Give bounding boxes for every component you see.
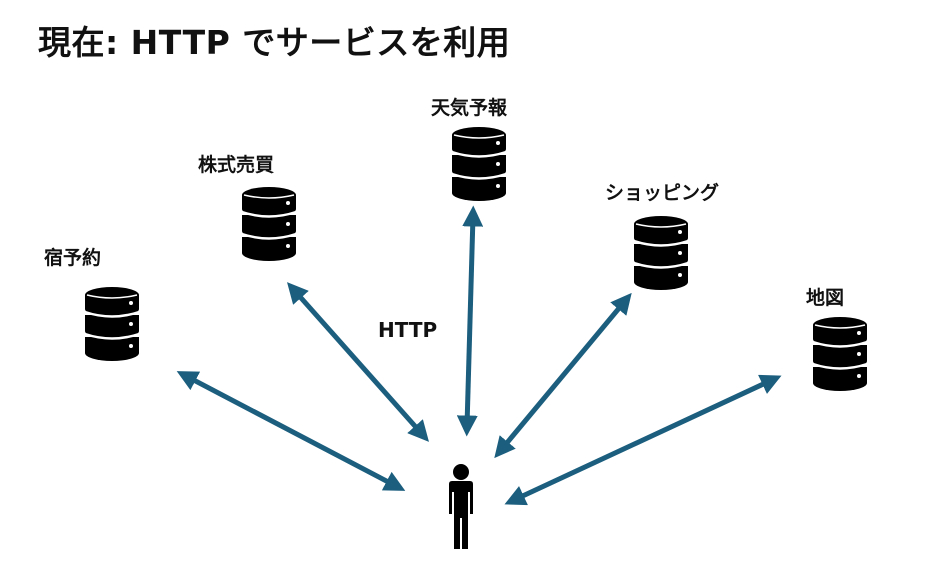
database-icon xyxy=(241,186,297,262)
service-weather: 天気予報 xyxy=(431,96,508,202)
service-label-map: 地図 xyxy=(806,286,844,309)
service-map: 地図 xyxy=(806,286,868,392)
service-label-shopping: ショッピング xyxy=(605,181,719,204)
service-label-weather: 天気予報 xyxy=(431,96,508,119)
service-hotel: 宿予約 xyxy=(44,246,140,362)
database-icon xyxy=(84,286,140,362)
arrow-hotel xyxy=(176,371,406,491)
service-label-stock: 株式売買 xyxy=(198,153,274,176)
arrow-shopping xyxy=(494,292,632,459)
arrow-stock xyxy=(287,282,429,442)
arrow-weather xyxy=(456,205,484,437)
protocol-label: HTTP xyxy=(378,318,437,342)
person-icon xyxy=(449,464,473,549)
service-shopping: ショッピング xyxy=(605,181,719,291)
database-icon xyxy=(812,316,868,392)
service-label-hotel: 宿予約 xyxy=(44,246,101,269)
service-stock: 株式売買 xyxy=(198,153,297,262)
database-icon xyxy=(451,126,507,202)
arrow-map xyxy=(504,374,782,506)
connection-arrows xyxy=(176,205,782,506)
page-title: 現在: HTTP でサービスを利用 xyxy=(38,23,511,62)
database-icon xyxy=(633,215,689,291)
